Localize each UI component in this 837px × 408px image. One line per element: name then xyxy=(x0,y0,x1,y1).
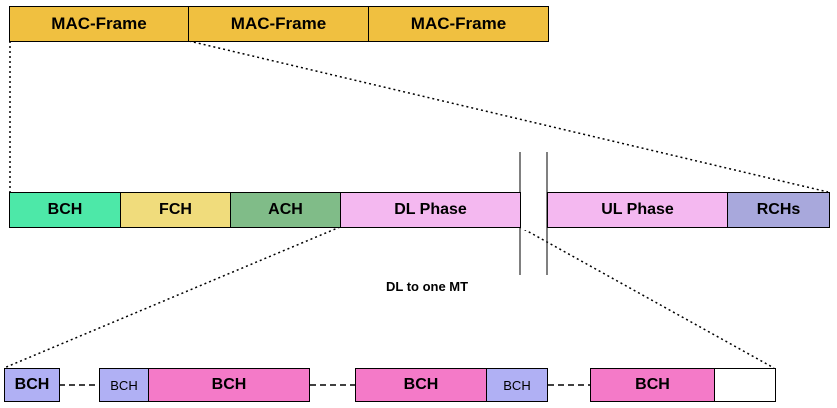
bch-segment: BCH xyxy=(9,192,121,228)
ach-segment: ACH xyxy=(230,192,341,228)
detail-bch-3: BCH xyxy=(148,368,310,402)
ul-phase-segment: UL Phase xyxy=(547,192,728,228)
rchs-segment: RCHs xyxy=(727,192,830,228)
time-break xyxy=(521,190,546,230)
fch-segment: FCH xyxy=(120,192,231,228)
detail-bch-1: BCH xyxy=(4,368,60,402)
dl-phase-segment: DL Phase xyxy=(340,192,521,228)
dl-to-one-mt-caption: DL to one MT xyxy=(386,279,469,294)
mac-frame-3: MAC-Frame xyxy=(368,6,549,42)
mac-frame-1: MAC-Frame xyxy=(9,6,189,42)
mac-frame-2: MAC-Frame xyxy=(188,6,369,42)
detail-bch-5: BCH xyxy=(486,368,548,402)
dl-zoom-line-left xyxy=(3,226,341,369)
detail-bch-6: BCH xyxy=(590,368,715,402)
detail-empty-slot xyxy=(714,368,776,402)
detail-bch-4: BCH xyxy=(355,368,487,402)
zoom-line-right xyxy=(188,40,829,193)
dl-zoom-line-right xyxy=(519,226,775,369)
detail-bch-2: BCH xyxy=(99,368,149,402)
